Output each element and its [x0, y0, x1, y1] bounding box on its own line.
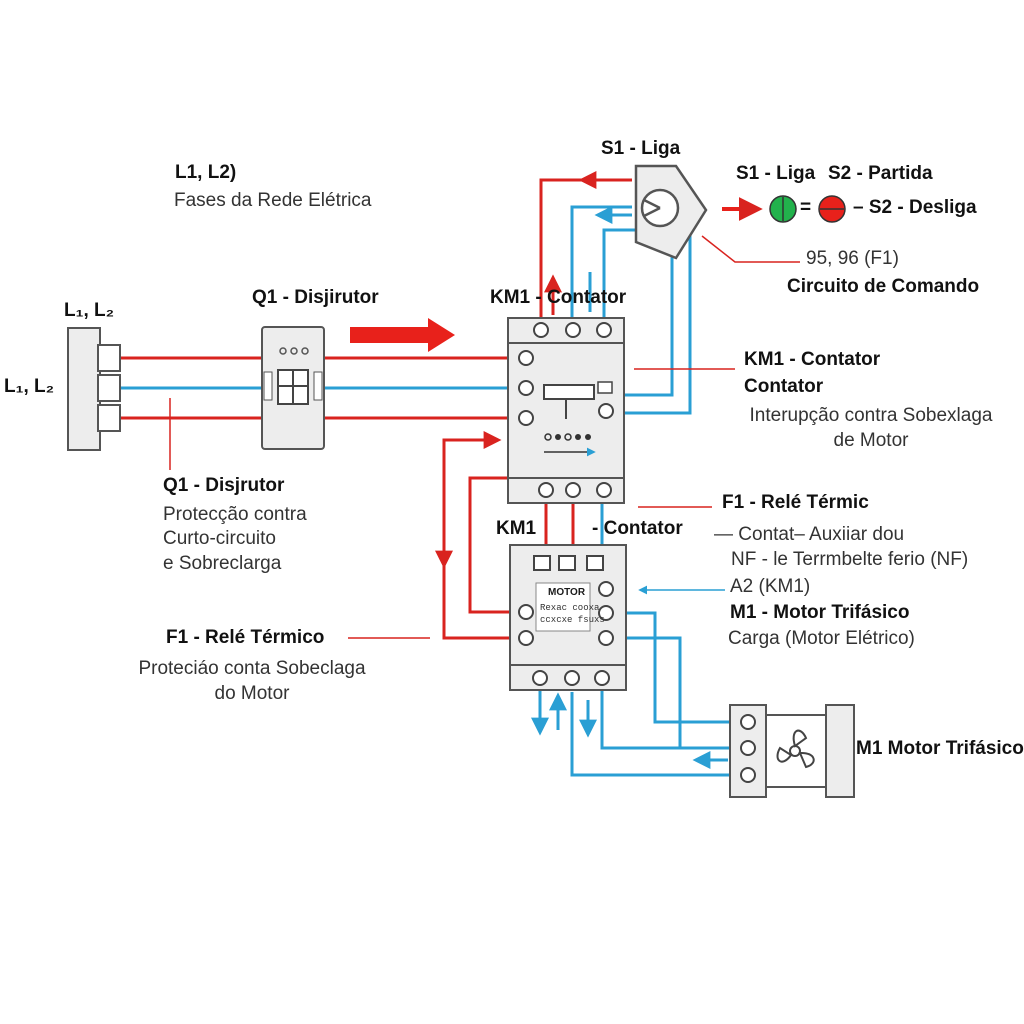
km1-contactor [507, 317, 625, 504]
m1-right-label: M1 Motor Trifásico [856, 738, 1024, 759]
relay-plate-line-2: ccxcxe fsuxs [540, 615, 605, 625]
q1-desc-line-3: e Sobreclarga [163, 553, 282, 574]
m1-title: M1 - Motor Trifásico [730, 602, 910, 623]
legend-stop-button-icon [818, 195, 846, 223]
f1-left-desc-line-2: do Motor [214, 683, 290, 704]
f1-loop-wire-inner [468, 476, 526, 614]
relay-plate-line-1: Rexac cooxa [540, 603, 600, 613]
km1-mid-label-a: KM1 [496, 518, 537, 539]
f1-left-desc-line-1: Proteciáo conta Sobeclaga [138, 658, 366, 679]
q1-bottom-title: Q1 - Disjrutor [163, 475, 285, 496]
f1-terminals-label: 95, 96 (F1) [806, 248, 899, 269]
legend-s2-label: S2 - Partida [828, 163, 933, 184]
q1-desc-line-2: Curto-circuito [163, 528, 276, 549]
aux-contact-line-2: NF - le Terrmbelte ferio (NF) [731, 549, 969, 570]
q1-top-label: Q1 - Disjirutor [252, 287, 379, 308]
s1-pushbutton[interactable] [634, 164, 708, 260]
leader-lines [169, 235, 800, 639]
cmd-wire-blue-2 [602, 228, 636, 318]
km1-top-label: KM1 - Contator [490, 287, 627, 308]
feed-arrow-icon [350, 318, 455, 352]
network-description: Fases da Rede Elétrica [174, 190, 372, 211]
km1-right-desc-line-2: de Motor [833, 430, 909, 451]
cmd-wire-blue-4 [618, 230, 692, 415]
km1-right-desc-line-1: Interupção contra Sobexlaga [749, 405, 993, 426]
km1-mid-label-b: - Contator [592, 518, 683, 539]
m1-motor [729, 704, 855, 798]
legend-equals: = [800, 197, 812, 218]
fan-icon [776, 729, 815, 769]
f1-left-title: F1 - Relé Térmico [166, 627, 325, 648]
q1-desc-line-1: Protecção contra [163, 504, 307, 525]
legend-start-button-icon [769, 195, 797, 223]
m1-description: Carga (Motor Elétrico) [728, 628, 915, 649]
cmd-wire-blue-3 [618, 245, 674, 397]
supply-terminal-block [67, 327, 121, 451]
legend-desliga-label: – S2 - Desliga [853, 197, 977, 218]
q1-breaker [261, 326, 325, 450]
f1-to-motor-wires [570, 611, 738, 777]
network-title: L1, L2) [175, 162, 237, 183]
km1-right-subtitle: Contator [744, 376, 824, 397]
f1-right-title: F1 - Relé Térmic [722, 492, 869, 513]
command-circuit-label: Circuito de Comando [787, 276, 980, 297]
rail-side-label: L₁, L₂ [4, 376, 55, 397]
legend-s1-label: S1 - Liga [736, 163, 816, 184]
s1-top-label: S1 - Liga [601, 138, 681, 159]
a2-label: A2 (KM1) [730, 576, 811, 597]
rail-top-label: L₁, L₂ [64, 300, 115, 321]
f1-thermal-relay [509, 544, 627, 691]
relay-plate-title: MOTOR [548, 587, 586, 598]
km1-right-title: KM1 - Contator [744, 349, 881, 370]
aux-contact-line-1: — Contat– Auxiiar dou [714, 524, 905, 545]
